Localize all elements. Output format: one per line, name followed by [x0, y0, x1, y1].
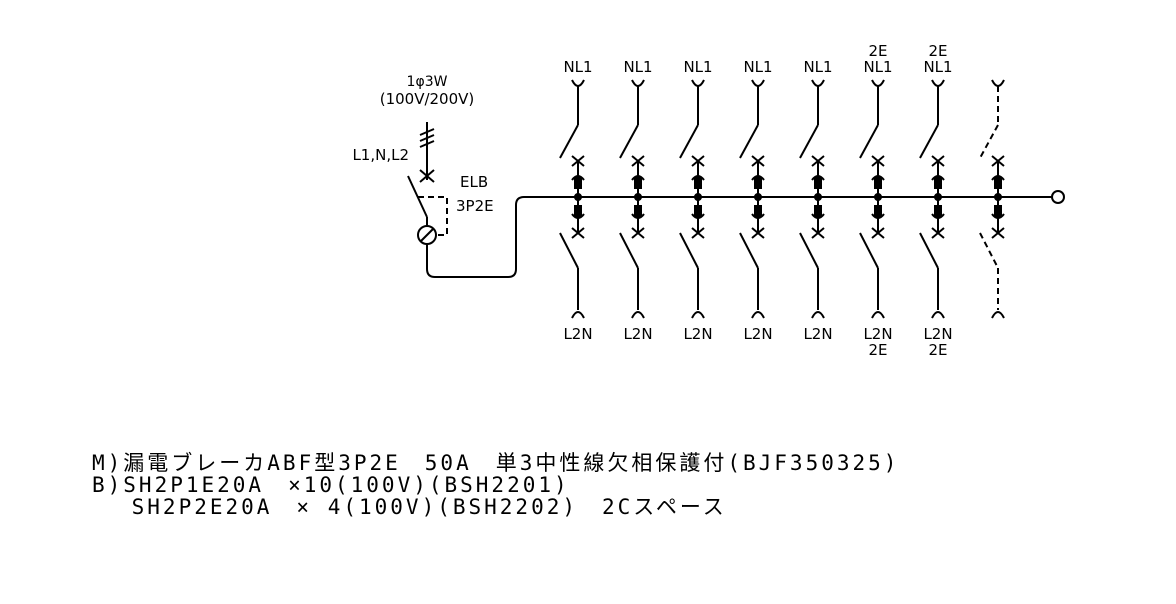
plug-in-contact: [994, 177, 1002, 189]
branch-bottom-label: L2N: [563, 325, 592, 343]
terminal-top: [991, 79, 1005, 87]
plug-in-contact: [574, 205, 582, 217]
branch-top-label: NL1: [563, 58, 592, 76]
bus-junction: [634, 193, 642, 201]
plug-in-contact: [874, 205, 882, 217]
plug-in-contact: [814, 205, 822, 217]
terminal-top: [691, 79, 705, 87]
branch-bottom-label: L2N: [863, 325, 892, 343]
branch-top-label: NL1: [623, 58, 652, 76]
note-branch-breakers-2: SH2P2E20A × 4(100V)(BSH2202) 2Cスペース: [92, 495, 727, 519]
terminal-bottom: [691, 311, 705, 319]
bus-junction: [934, 193, 942, 201]
terminal-top: [751, 79, 765, 87]
branch-bottom-label: L2N: [923, 325, 952, 343]
plug-in-contact: [934, 205, 942, 217]
plug-in-contact: [754, 205, 762, 217]
branch-bottom-label: 2E: [868, 341, 887, 359]
plug-in-contact: [934, 177, 942, 189]
supply-line: [419, 122, 435, 183]
branch-bottom-label: L2N: [623, 325, 652, 343]
supply-voltage-label: (100V/200V): [380, 90, 475, 108]
branch-top-label: NL1: [803, 58, 832, 76]
branch-top-label: NL1: [863, 58, 892, 76]
branch-top-label: 2E: [928, 42, 947, 60]
bus-junction: [814, 193, 822, 201]
elb-type-label: ELB: [460, 173, 488, 191]
branch-breakers: NL1L2NNL1L2NNL1L2NNL1L2NNL1L2N2ENL1L2N2E…: [559, 42, 1005, 359]
elb-poles-label: 3P2E: [456, 197, 494, 215]
plug-in-contact: [994, 205, 1002, 217]
plug-in-contact: [874, 177, 882, 189]
terminal-bottom: [571, 311, 585, 319]
terminal-bottom: [751, 311, 765, 319]
branch-bottom-label: L2N: [803, 325, 832, 343]
branch-bottom-label: 2E: [928, 341, 947, 359]
bus-junction: [874, 193, 882, 201]
plug-in-contact: [694, 205, 702, 217]
branch-circuit-8: [979, 79, 1005, 319]
plug-in-contact: [694, 177, 702, 189]
branch-top-label: 2E: [868, 42, 887, 60]
terminal-top: [571, 79, 585, 87]
terminal-bottom: [991, 311, 1005, 319]
bus-junction: [994, 193, 1002, 201]
terminal-top: [811, 79, 825, 87]
conductors-label: L1,N,L2: [352, 146, 409, 164]
branch-bottom-label: L2N: [683, 325, 712, 343]
supply-system-label: 1φ3W: [407, 74, 448, 90]
branch-top-label: NL1: [743, 58, 772, 76]
terminal-bottom: [871, 311, 885, 319]
plug-in-contact: [634, 177, 642, 189]
terminal-top: [631, 79, 645, 87]
note-branch-breakers-1: B)SH2P1E20A ×10(100V)(BSH2201): [92, 473, 570, 497]
branch-top-label: NL1: [683, 58, 712, 76]
terminal-bottom: [931, 311, 945, 319]
plug-in-contact: [574, 177, 582, 189]
bus-junction: [754, 193, 762, 201]
plug-in-contact: [634, 205, 642, 217]
branch-top-label: NL1: [923, 58, 952, 76]
plug-in-contact: [754, 177, 762, 189]
branch-bottom-label: L2N: [743, 325, 772, 343]
bus-terminal: [1051, 190, 1065, 204]
plug-in-contact: [814, 177, 822, 189]
note-main-breaker: M)漏電ブレーカABF型3P2E 50A 単3中性線欠相保護付(BJF35032…: [92, 451, 900, 475]
terminal-bottom: [811, 311, 825, 319]
bus-junction: [574, 193, 582, 201]
terminal-bottom: [631, 311, 645, 319]
main-breaker-elb: [407, 175, 1065, 278]
bus-junction: [694, 193, 702, 201]
terminal-top: [871, 79, 885, 87]
terminal-top: [931, 79, 945, 87]
